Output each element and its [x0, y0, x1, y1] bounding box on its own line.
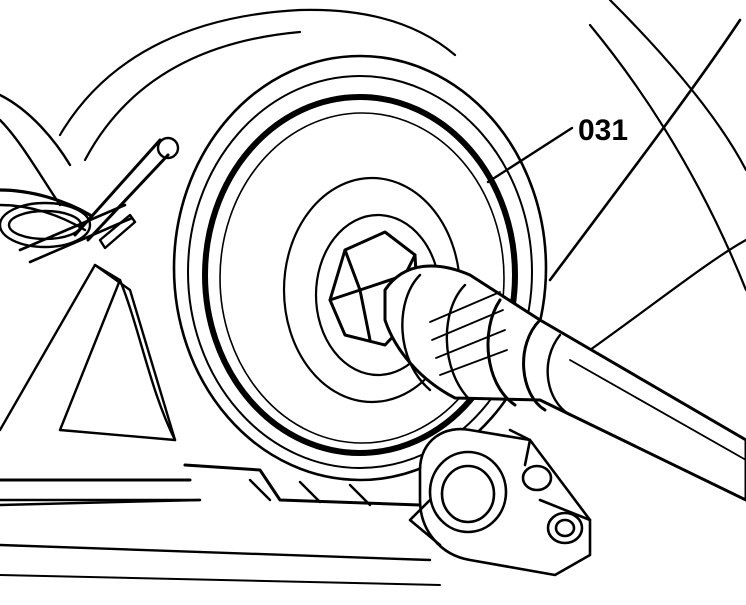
- mounting-lug: [408, 427, 592, 577]
- socket-wrench-shaft: [383, 264, 746, 502]
- leader-line-031: [486, 126, 574, 184]
- lever-arm: [0, 93, 180, 264]
- callout-label-031: 031: [578, 114, 628, 147]
- support-base: [0, 263, 441, 586]
- flange-disc: [172, 54, 548, 482]
- housing-outline: [58, 0, 746, 352]
